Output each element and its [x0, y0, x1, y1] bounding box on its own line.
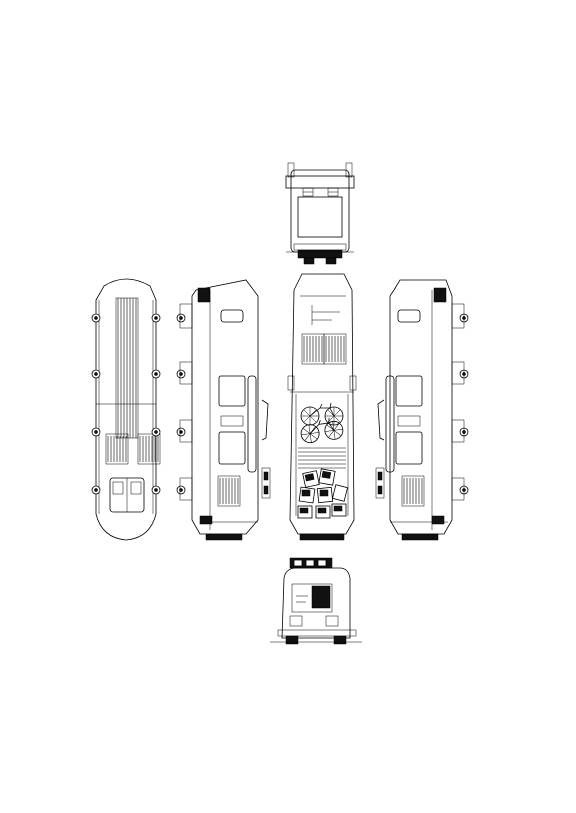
roof-view	[91, 278, 161, 541]
front-end-view	[285, 162, 355, 265]
floor-plan-view	[287, 273, 357, 541]
left-side-view	[176, 279, 271, 541]
right-side-view	[375, 279, 469, 541]
rear-end-view	[270, 557, 362, 645]
